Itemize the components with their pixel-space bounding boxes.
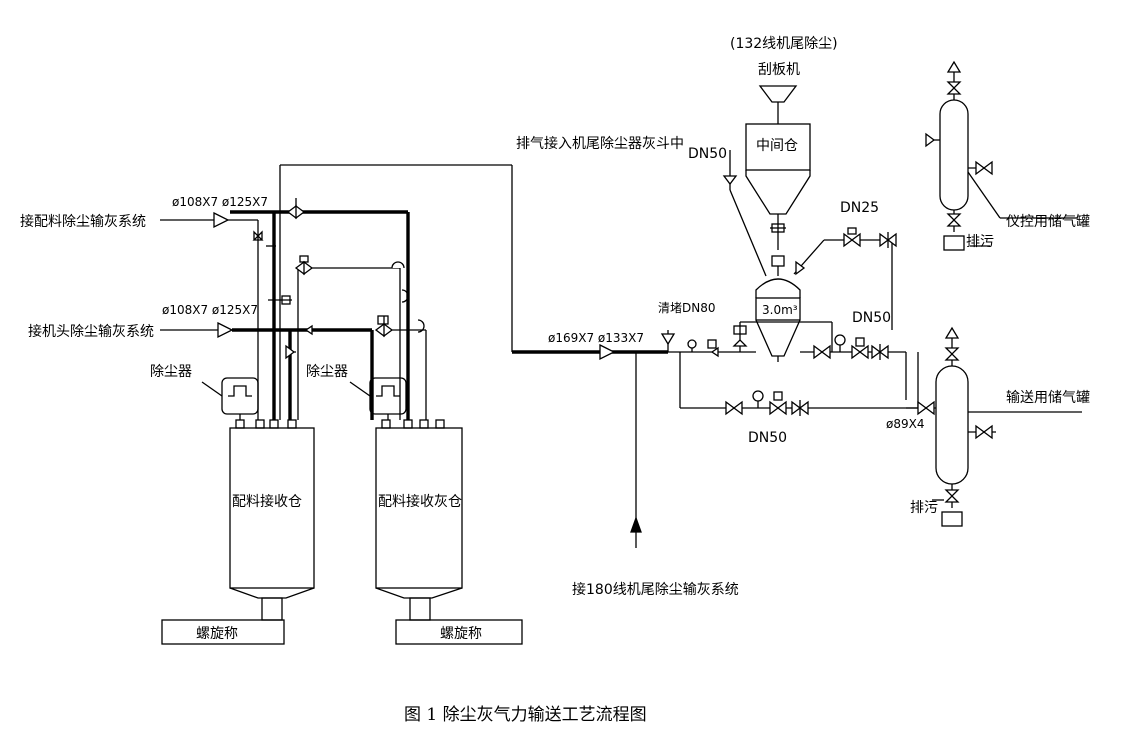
label-dn50-right: DN50 <box>852 310 891 326</box>
label-dn50-bottom: DN50 <box>748 430 787 446</box>
thick-pipes <box>230 210 668 420</box>
bin-batching <box>161 419 315 645</box>
intermediate-bin <box>745 85 811 250</box>
dust-collector-2 <box>349 377 407 420</box>
label-bin-batching: 配料接收仓 <box>232 493 302 510</box>
label-to-head: 接机头除尘输灰系统 <box>28 323 154 340</box>
label-dust-collector-1: 除尘器 <box>150 364 192 380</box>
label-to-180: 接180线机尾除尘输灰系统 <box>572 581 739 598</box>
instrument-air-tank <box>925 60 1078 251</box>
label-intermediate-bin: 中间仓 <box>756 138 798 154</box>
label-dn50-top: DN50 <box>688 146 727 162</box>
label-scale-2: 螺旋称 <box>440 626 482 642</box>
thin-pipes <box>160 164 513 420</box>
labels: (132线机尾除尘) 刮板机 中间仓 排气接入机尾除尘器灰斗中 DN50 DN2… <box>20 36 1090 725</box>
label-pipe-top-left: ø108X7 ø125X7 <box>172 195 268 209</box>
label-drain-2: 排污 <box>910 500 938 516</box>
label-pump-volume: 3.0m³ <box>762 303 798 317</box>
label-purge-dn80: 清堵DN80 <box>658 301 716 315</box>
dust-collector-1 <box>201 377 259 420</box>
label-source-132: (132线机尾除尘) <box>730 36 838 52</box>
label-dust-collector-2: 除尘器 <box>306 364 348 380</box>
main-line <box>599 330 919 548</box>
figure-caption: 图 1 除尘灰气力输送工艺流程图 <box>404 705 647 725</box>
label-conveying-tank: 输送用储气罐 <box>1006 390 1090 406</box>
label-scraper: 刮板机 <box>758 62 800 78</box>
conveying-air-tank <box>906 326 1082 527</box>
pump-vessel <box>722 150 907 400</box>
bin-ash <box>375 419 523 645</box>
label-exhaust: 排气接入机尾除尘器灰斗中 <box>516 135 684 152</box>
label-pipe-mid-left: ø108X7 ø125X7 <box>162 303 258 317</box>
label-pipe-89: ø89X4 <box>886 417 924 431</box>
label-dn25: DN25 <box>840 200 879 216</box>
label-scale-1: 螺旋称 <box>196 626 238 642</box>
label-to-batching: 接配料除尘输灰系统 <box>20 213 146 230</box>
valves-left <box>252 198 394 360</box>
label-instrument-tank: 仪控用储气罐 <box>1006 214 1090 230</box>
label-pipe-169-133: ø169X7 ø133X7 <box>548 331 644 345</box>
label-drain-1: 排污 <box>966 234 994 250</box>
label-bin-ash: 配料接收灰仓 <box>378 493 462 510</box>
